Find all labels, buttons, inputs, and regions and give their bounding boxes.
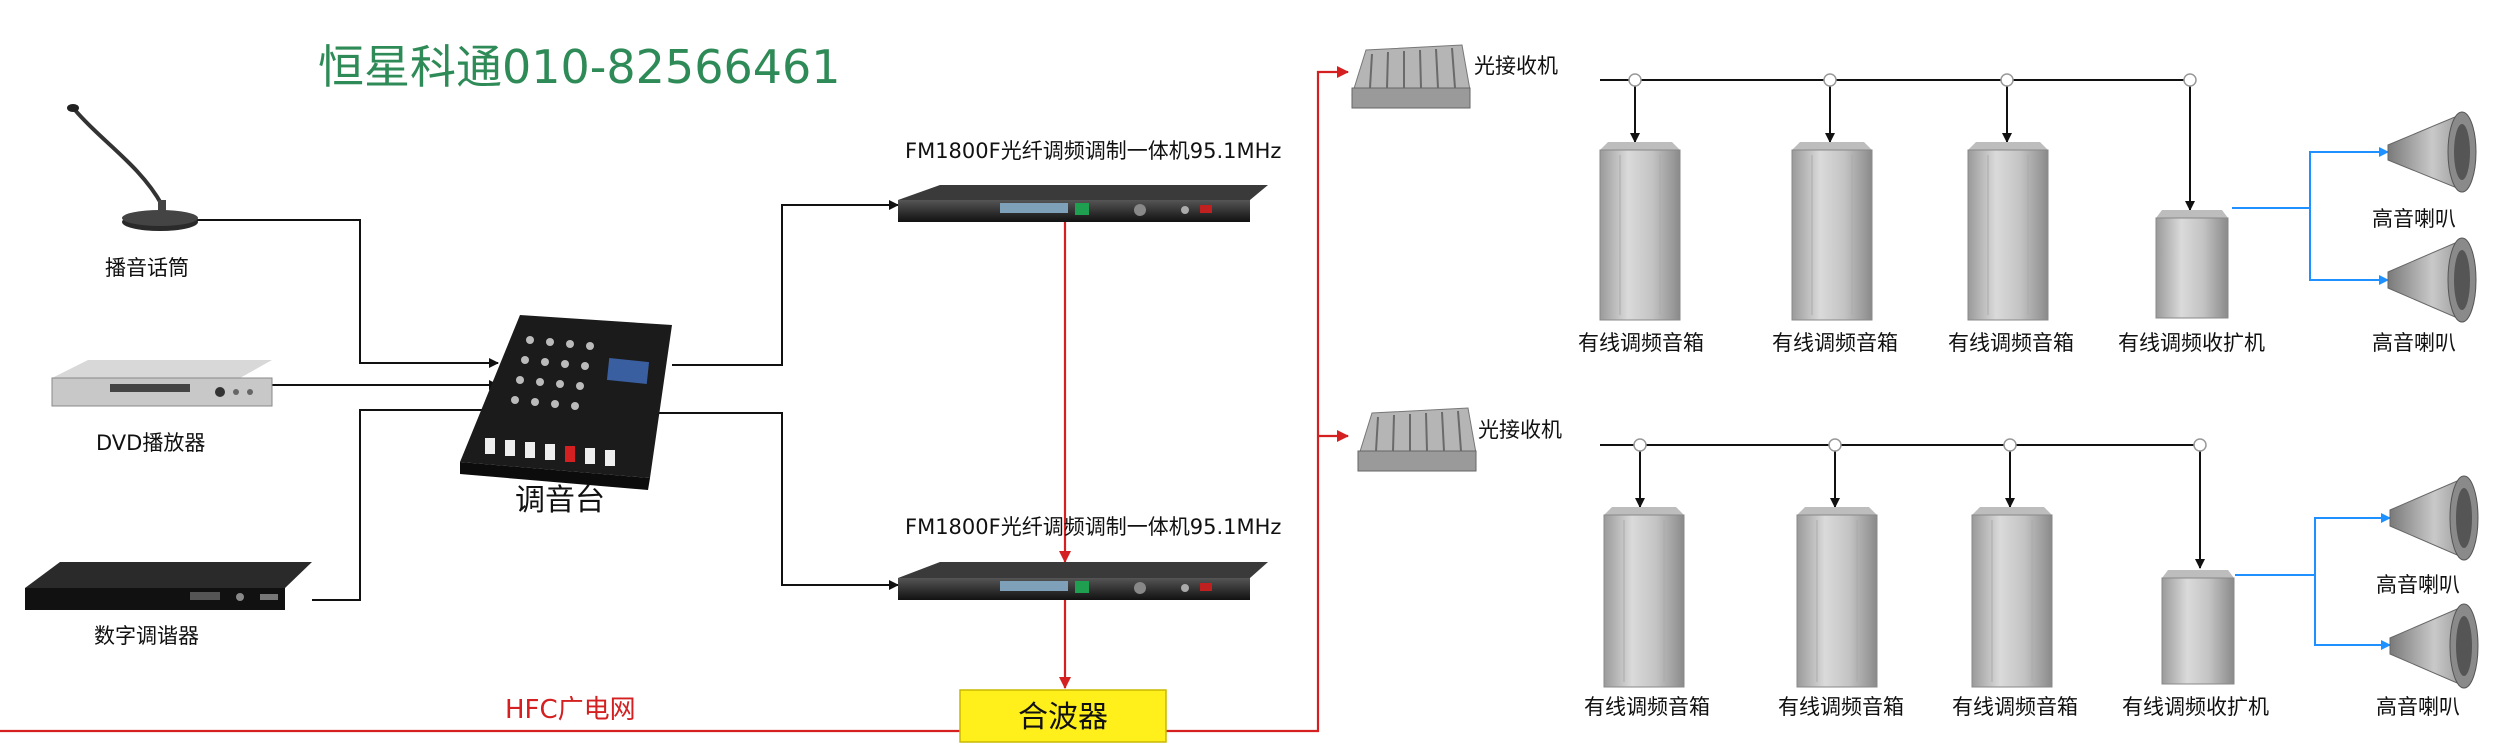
amplifier-label: 有线调频收扩机 — [2118, 331, 2265, 355]
optical-receiver-top-icon — [1351, 44, 1471, 109]
horn-wires — [2232, 147, 2391, 650]
speaker-column-icon — [1967, 142, 2049, 321]
speaker-column-icon — [1791, 142, 1873, 321]
horn-speaker-icon — [2389, 603, 2479, 689]
tuner-label: 数字调谐器 — [94, 624, 199, 648]
wire-tuner-mixer — [312, 405, 499, 601]
wire-mic-mixer — [185, 219, 499, 368]
speaker-column-icon — [1796, 507, 1878, 688]
dvd-player-icon — [51, 360, 273, 407]
fm-modulator-bottom-icon — [898, 562, 1268, 600]
wire-mixer-fm-bottom — [650, 412, 899, 590]
combiner-label: 合波器 — [1018, 700, 1108, 735]
speaker-label: 有线调频音箱 — [1772, 331, 1898, 355]
horn-label: 高音喇叭 — [2376, 573, 2460, 597]
wires — [185, 79, 2205, 601]
fm-modulator-top-icon — [898, 185, 1268, 222]
page-title: 恒星科通010-82566461 — [318, 40, 841, 94]
optical-receiver-bottom-icon — [1357, 407, 1477, 472]
horn-label: 高音喇叭 — [2372, 207, 2456, 231]
dvd-label: DVD播放器 — [96, 431, 205, 455]
digital-tuner-icon — [25, 562, 312, 610]
horn-speaker-icon — [2389, 475, 2479, 561]
speaker-column-icon — [1599, 142, 1681, 321]
receiver-bottom-label: 光接收机 — [1478, 418, 1562, 442]
receiver-top-label: 光接收机 — [1474, 54, 1558, 78]
speaker-label: 有线调频音箱 — [1778, 695, 1904, 719]
horn-speaker-icon — [2387, 111, 2477, 193]
mic-label: 播音话筒 — [105, 256, 189, 280]
rf-wires — [0, 66, 1349, 733]
amplifier-receiver-icon — [2155, 210, 2229, 319]
mixer-icon — [460, 315, 672, 490]
amplifier-label: 有线调频收扩机 — [2122, 695, 2269, 719]
speaker-label: 有线调频音箱 — [1578, 331, 1704, 355]
horn-speaker-icon — [2387, 237, 2477, 323]
wire-mixer-fm-top — [672, 200, 899, 366]
speaker-label: 有线调频音箱 — [1584, 695, 1710, 719]
bus-junctions — [1628, 73, 2207, 452]
combiner-box: 合波器 — [959, 689, 1167, 743]
hfc-label: HFC广电网 — [505, 695, 636, 725]
speaker-label: 有线调频音箱 — [1948, 331, 2074, 355]
speaker-label: 有线调频音箱 — [1952, 695, 2078, 719]
mixer-label: 调音台 — [515, 483, 605, 518]
amplifier-receiver-icon — [2161, 570, 2235, 685]
microphone-icon — [67, 104, 198, 231]
hfc-to-receiver-top — [1166, 66, 1349, 733]
fm-bottom-label: FM1800F光纤调频调制一体机95.1MHz — [905, 515, 1281, 539]
horn-label: 高音喇叭 — [2372, 331, 2456, 355]
speaker-column-icon — [1603, 507, 1685, 688]
horn-label: 高音喇叭 — [2376, 695, 2460, 719]
speaker-column-icon — [1971, 507, 2053, 688]
fm-top-label: FM1800F光纤调频调制一体机95.1MHz — [905, 139, 1281, 163]
